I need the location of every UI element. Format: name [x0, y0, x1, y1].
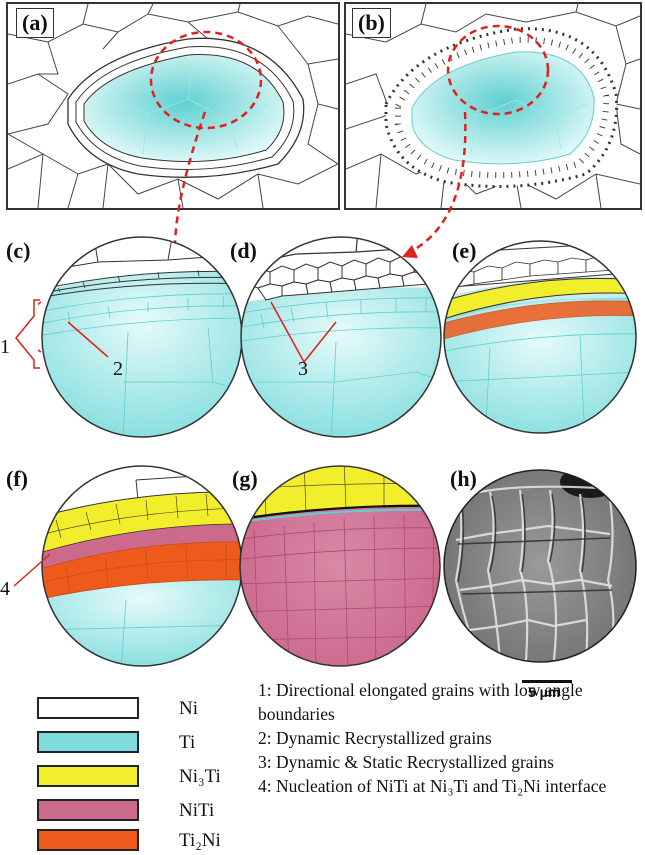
- panel-label-b: (b): [352, 8, 391, 38]
- panel-h-micrograph: [443, 469, 637, 663]
- panel-g: [239, 465, 441, 667]
- callout-line-2: [67, 321, 109, 358]
- callout-4: 4: [0, 578, 10, 600]
- legend-swatch-ti2ni: [37, 829, 139, 851]
- panel-label-g: (g): [232, 466, 258, 491]
- legend-swatch-ti: [37, 731, 139, 753]
- legend-swatch-ni3ti: [37, 765, 139, 787]
- callout-line-4: [13, 553, 51, 587]
- callout-2: 2: [113, 358, 123, 380]
- note-4: 4: Nucleation of NiTi at Ni₃Ti and Ti₂Ni…: [258, 776, 607, 796]
- legend-label-ti2ni: Ti₂Ni: [179, 830, 221, 851]
- note-1: 1: Directional elongated grains with low…: [258, 680, 583, 724]
- panel-f: [41, 465, 243, 667]
- arrow-head-d: [402, 245, 418, 258]
- callout-bracket-1: [15, 299, 40, 369]
- arrow-b-to-d: [409, 111, 467, 254]
- panel-e: [443, 240, 637, 434]
- notes: 1: Directional elongated grains with low…: [258, 678, 638, 798]
- panel-d: [240, 236, 442, 438]
- panel-c: [38, 236, 243, 438]
- note-3: 3: Dynamic & Static Recrystallized grain…: [258, 752, 554, 772]
- scale-bar: [522, 680, 572, 683]
- note-2: 2: Dynamic Recrystallized grains: [258, 728, 492, 748]
- callout-3: 3: [298, 358, 308, 380]
- panel-label-f: (f): [6, 466, 28, 491]
- panel-label-h: (h): [450, 466, 477, 491]
- panel-b-drawing: [345, 3, 641, 209]
- panel-label-e: (e): [452, 238, 477, 263]
- legend-label-ti: Ti: [179, 732, 196, 753]
- arrow-a-to-c: [173, 111, 207, 249]
- legend-label-ni3ti: Ni₃Ti: [179, 766, 221, 787]
- panel-a: [6, 2, 340, 210]
- connector-arrows: [168, 111, 467, 258]
- scale-bar-label: 5 µm: [528, 684, 561, 700]
- panel-label-d: (d): [230, 238, 257, 263]
- panel-label-c: (c): [6, 238, 31, 263]
- panel-a-drawing: [7, 3, 339, 209]
- callout-1: 1: [0, 336, 10, 358]
- panel-b: [344, 2, 642, 210]
- legend-swatch-ni: [37, 697, 139, 719]
- callout-line-3: [270, 301, 337, 364]
- legend-swatch-niti: [37, 799, 139, 821]
- legend-label-ni: Ni: [179, 698, 198, 719]
- legend-label-niti: NiTi: [179, 800, 215, 821]
- panel-label-a: (a): [16, 8, 54, 38]
